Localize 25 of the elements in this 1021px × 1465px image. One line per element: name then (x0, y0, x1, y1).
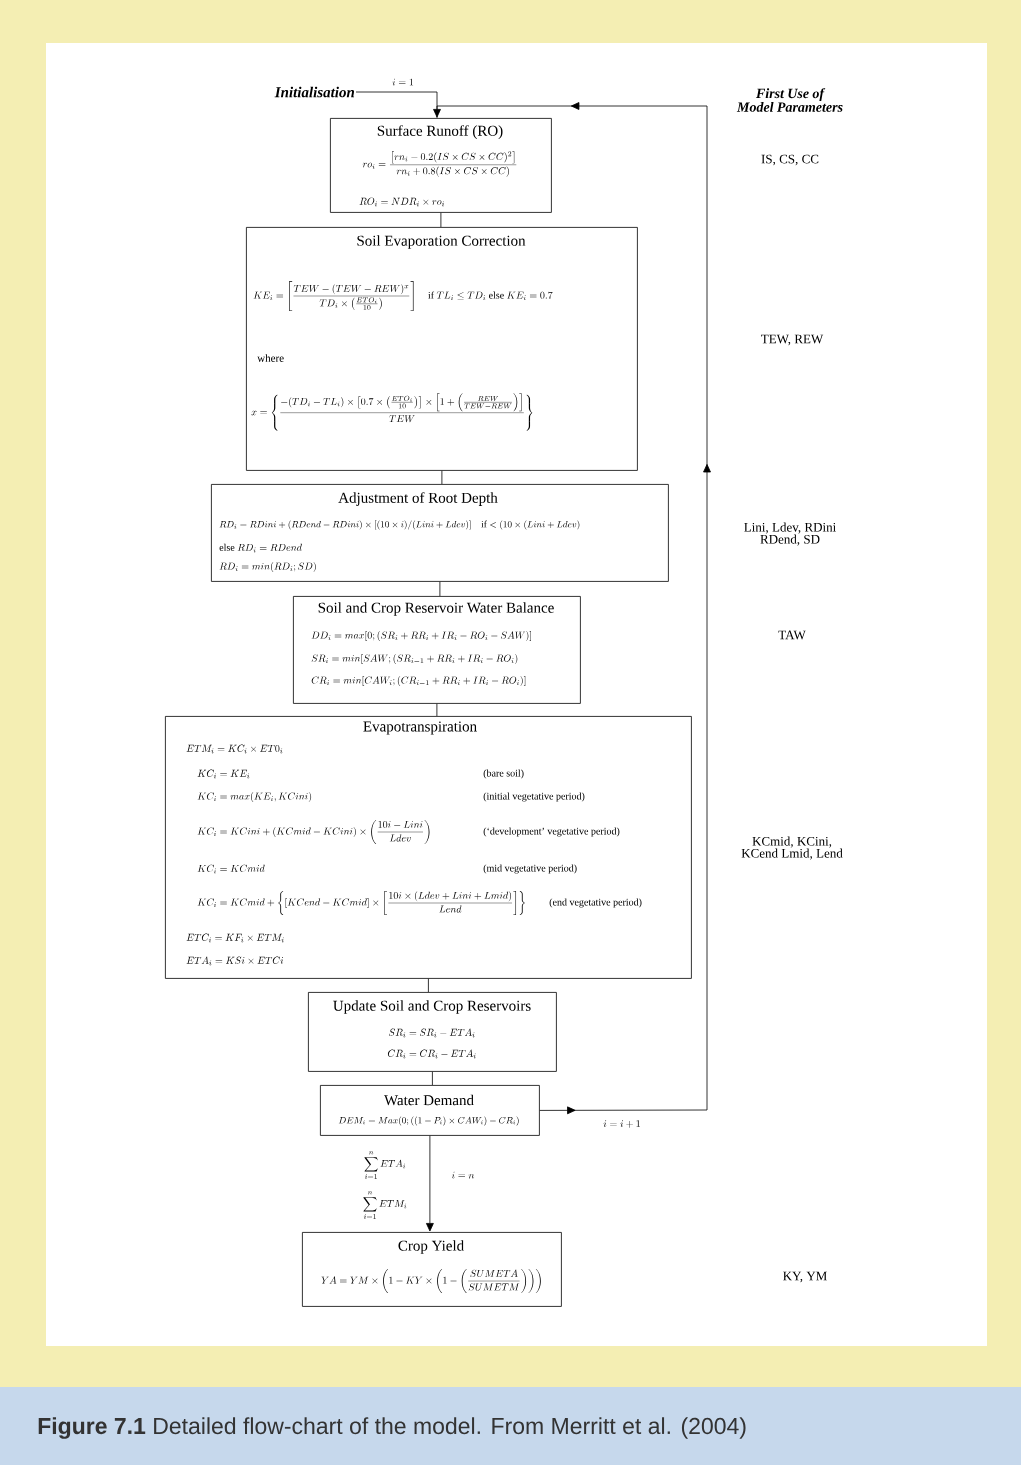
process-box: Update Soil and Crop Reservoirs $SR_i=SR_i-ETA_i$ $CR_i=CR_i-ETA_i$ (308, 992, 557, 1072)
process-box: Soil Evaporation Correction $KE_i=\left[\frac{TEW-(TEW-REW)^x}{TD_i\times\left(\frac{ETO_i}{10}\right)}\right]\quad \mathrm{if}\ TL_i\le TD_i\ \mathrm{else}\ KE_i=0.7$ where $x=\left\{\frac{-(TD_i-TL_i)\times\left[0.7\times\left(\frac{ETO_i}{10}\right)\right]\times\left[1+\left(\frac{REW}{TEW-REW}\right)\right]}{TEW}\right\}$ (246, 227, 638, 471)
parameter-label: KY, YM (783, 1271, 827, 1283)
process-box: Soil and Crop Reservoir Water Balance $DD_i=max[0;(SR_i+RR_i+IR_i-RO_i-SAW)]$ $SR_i=min[SAW;(SR_{i-1}+RR_i+IR_i-RO_i)$ $CR_i=min[CAW_i;(CR_{i-1}+RR_i+IR_i-RO_i)]$ (293, 596, 581, 704)
connector-arrow (426, 1135, 434, 1232)
parameter-label: Lini, Ldev, RDini RDend, SD (744, 522, 836, 546)
sum-formula: $\sum_{i=1}^{n}ETM_i$ (363, 1191, 407, 1219)
connector-arrow (355, 91, 441, 118)
process-box: Crop Yield $YA=YM\times\left(1-KY\times\left(1-\left(\frac{SUMETA}{SUMETM}\right)\right)\right)$ (302, 1232, 562, 1307)
process-box: Evapotranspiration $ETM_i=KC_i\times ET0_i$ $KC_i=KE_i$ (bare soil) $KC_i=max(KE_i,KCini)$ (initial vegetative period) $KC_i=KCini+(KCmid-KCini)\times\left(\frac{10i-Lini}{Ldev}\right)$ (‘development’ vegetative period) $KC_i=KCmid$ (mid vegetative period) $KC_i=KCmid+\left\{[KCend-KCmid]\times\left[\frac{10i\times(Ldev+Lini+Lmid)}{Lend}\right]\right\}$ (end vegetative period) $ETC_i=KF_i\times ETM_i$ $ETA_i=KSi\times ETCi$ (165, 716, 692, 979)
caption-bar: Figure 7.1 Detailed flow-chart of the model. From Merritt et al. (2004) (0, 1387, 1021, 1465)
process-box: Surface Runoff (RO) $ro_i=\frac{\left[rn_i-0.2(IS\times CS\times CC)^2\right]}{rn_i+0.8(IS\times CS\times CC)}$ $RO_i=NDR_i\times ro_i$ (330, 118, 552, 213)
parameter-label: TAW (778, 630, 806, 640)
process-box: Adjustment of Root Depth $RD_i=RDini+(RDend-RDini)\times[(10\times i)/(Lini+Ldev)]\quad \mathrm{if}<(10\times(Lini+Ldev)$ $\mathrm{else}\ RD_i=RDend$ $RD_i=min(RD_i;SD)$ (211, 484, 669, 582)
column-heading: First Use of Model Parameters (736, 88, 843, 112)
edge-label: $i=i+1$ (602, 1119, 642, 1129)
parameter-label: IS, CS, CC (761, 154, 819, 166)
parameter-label: TEW, REW (761, 334, 824, 346)
parameter-label: KCmid, KCini, KCend Lmid, Lend (741, 836, 843, 860)
process-box: Water Demand $DEM_i=Max(0;((1-P_i)\times CAW_i)-CR_i)$ (320, 1085, 540, 1136)
edge-label: $i=n$ (450, 1170, 476, 1180)
start-label: Initialisation (274, 86, 355, 98)
edge-label: $i=1$ (391, 77, 415, 87)
sum-formula: $\sum_{i=1}^{n}ETA_i$ (364, 1151, 406, 1179)
connector-arrow (436, 102, 711, 1115)
